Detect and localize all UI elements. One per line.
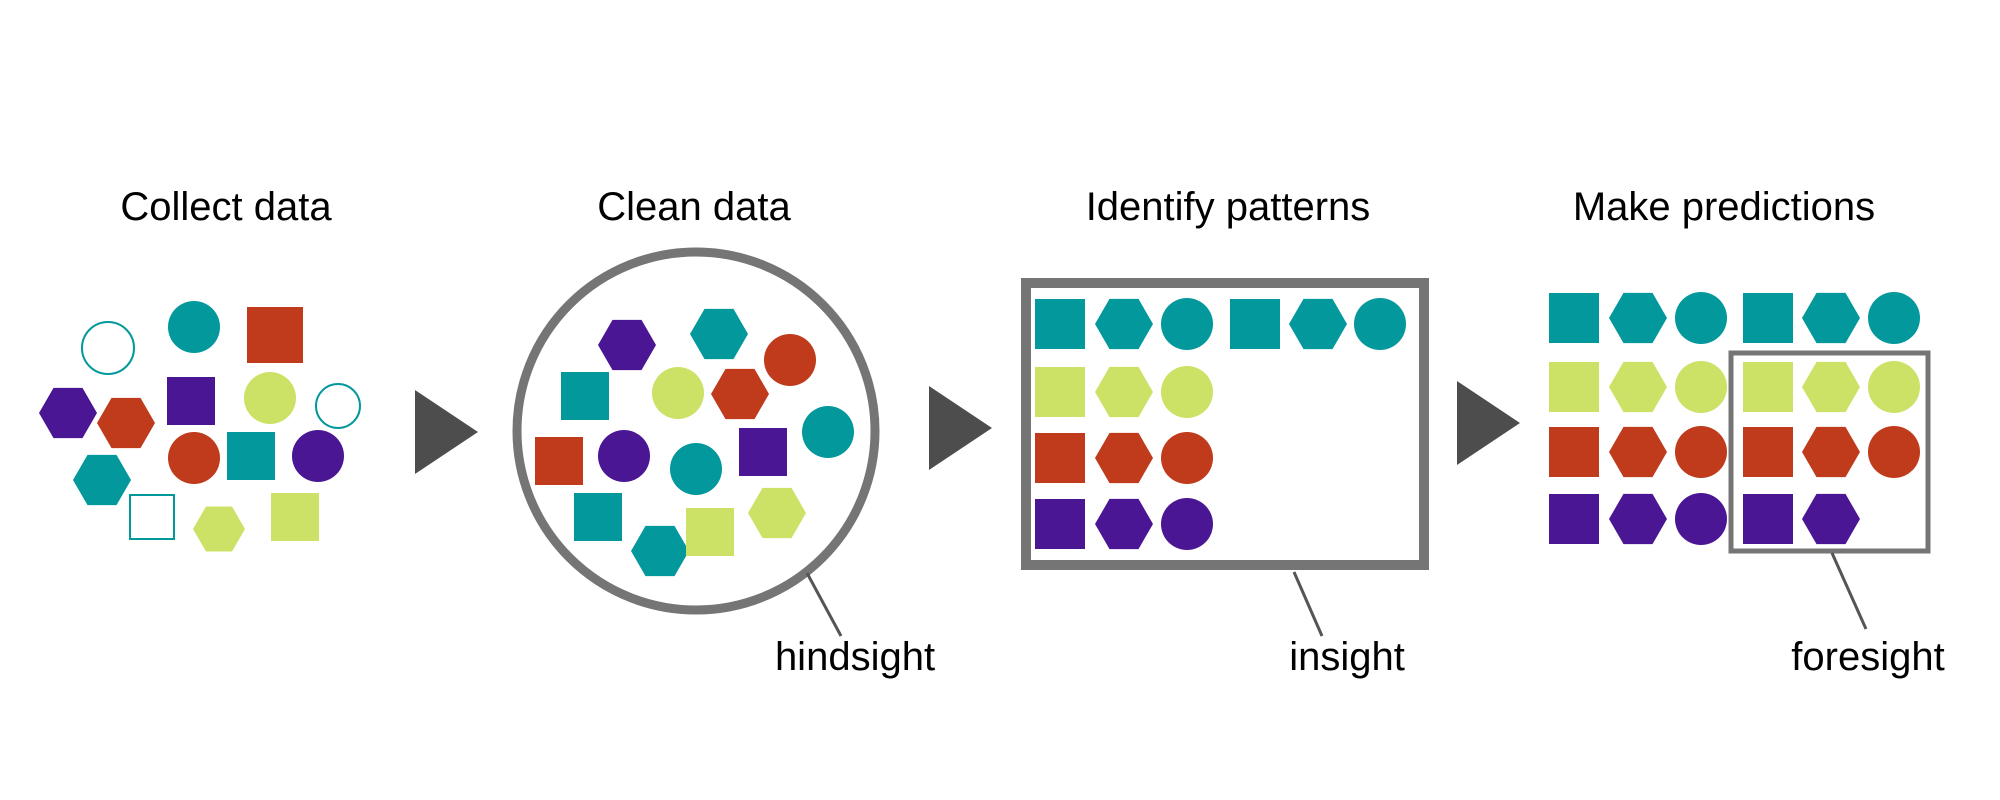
stage-title-identify: Identify patterns bbox=[1086, 185, 1371, 229]
lime-hexagon bbox=[1802, 361, 1860, 413]
red-square bbox=[1035, 433, 1085, 483]
purple-hexagon bbox=[39, 387, 97, 439]
teal-square bbox=[1035, 299, 1085, 349]
lime-square bbox=[686, 508, 734, 556]
lime-circle bbox=[244, 372, 296, 424]
callout-insight: insight bbox=[1289, 635, 1405, 679]
purple-circle bbox=[1161, 498, 1213, 550]
teal-square bbox=[561, 372, 609, 420]
lime-circle bbox=[1161, 366, 1213, 418]
red-circle bbox=[1675, 426, 1727, 478]
lime-square bbox=[1743, 362, 1793, 412]
stage-title-collect: Collect data bbox=[120, 185, 332, 229]
lime-square bbox=[271, 493, 319, 541]
purple-hexagon bbox=[1095, 498, 1153, 550]
teal-square bbox=[1549, 293, 1599, 343]
teal-circle bbox=[1161, 298, 1213, 350]
red-square bbox=[535, 437, 583, 485]
red-square bbox=[1743, 427, 1793, 477]
purple-square bbox=[167, 377, 215, 425]
collect-data-shapes bbox=[39, 301, 361, 552]
stage-title-clean: Clean data bbox=[597, 185, 791, 229]
teal-square bbox=[574, 493, 622, 541]
red-hexagon bbox=[1609, 426, 1667, 478]
purple-circle bbox=[598, 430, 650, 482]
purple-hexagon bbox=[598, 319, 656, 371]
red-hexagon bbox=[711, 368, 769, 420]
red-hexagon bbox=[1095, 432, 1153, 484]
identify-patterns-grid bbox=[1021, 278, 1429, 570]
teal-square bbox=[129, 494, 175, 540]
teal-hexagon bbox=[1289, 298, 1347, 350]
lime-hexagon bbox=[1609, 361, 1667, 413]
forecast-frame bbox=[1728, 350, 1931, 554]
red-circle bbox=[1161, 432, 1213, 484]
arrow-right-icon bbox=[415, 390, 478, 474]
teal-hexagon bbox=[1802, 292, 1860, 344]
arrow-right-icon bbox=[1457, 381, 1520, 465]
purple-circle bbox=[292, 430, 344, 482]
lime-square bbox=[1549, 362, 1599, 412]
callout-foresight: foresight bbox=[1791, 635, 1944, 679]
lime-circle bbox=[1868, 361, 1920, 413]
arrow-right-icon bbox=[929, 386, 992, 470]
foresight-leader-line bbox=[1830, 552, 1868, 630]
teal-hexagon bbox=[690, 308, 748, 360]
teal-circle bbox=[168, 301, 220, 353]
teal-circle bbox=[802, 406, 854, 458]
purple-square bbox=[739, 428, 787, 476]
purple-circle bbox=[1675, 493, 1727, 545]
red-hexagon bbox=[97, 397, 155, 449]
teal-circle bbox=[670, 443, 722, 495]
red-circle bbox=[1868, 426, 1920, 478]
teal-circle bbox=[1868, 292, 1920, 344]
callout-hindsight: hindsight bbox=[775, 635, 935, 679]
lime-circle bbox=[652, 367, 704, 419]
lime-square bbox=[1035, 367, 1085, 417]
clean-data-lens bbox=[512, 247, 880, 615]
make-predictions-grid bbox=[1549, 292, 1931, 554]
teal-hexagon bbox=[73, 454, 131, 506]
stage-title-predict: Make predictions bbox=[1573, 185, 1875, 229]
lime-hexagon bbox=[748, 487, 806, 539]
teal-square bbox=[227, 432, 275, 480]
red-hexagon bbox=[1802, 426, 1860, 478]
teal-circle bbox=[315, 383, 361, 429]
insight-leader-line bbox=[1292, 571, 1324, 637]
lime-hexagon bbox=[193, 506, 245, 552]
teal-circle bbox=[1354, 298, 1406, 350]
teal-hexagon bbox=[631, 525, 689, 577]
teal-hexagon bbox=[1609, 292, 1667, 344]
red-square bbox=[1549, 427, 1599, 477]
purple-square bbox=[1549, 494, 1599, 544]
purple-hexagon bbox=[1802, 493, 1860, 545]
red-circle bbox=[168, 432, 220, 484]
teal-circle bbox=[1675, 292, 1727, 344]
purple-square bbox=[1743, 494, 1793, 544]
purple-hexagon bbox=[1609, 493, 1667, 545]
lime-circle bbox=[1675, 361, 1727, 413]
purple-square bbox=[1035, 499, 1085, 549]
red-circle bbox=[764, 334, 816, 386]
hindsight-leader-line bbox=[805, 572, 843, 637]
teal-square bbox=[1743, 293, 1793, 343]
pattern-frame bbox=[1021, 278, 1429, 570]
teal-circle bbox=[81, 321, 135, 375]
lime-hexagon bbox=[1095, 366, 1153, 418]
teal-hexagon bbox=[1095, 298, 1153, 350]
lens-frame bbox=[512, 247, 880, 615]
red-square bbox=[247, 307, 303, 363]
teal-square bbox=[1230, 299, 1280, 349]
